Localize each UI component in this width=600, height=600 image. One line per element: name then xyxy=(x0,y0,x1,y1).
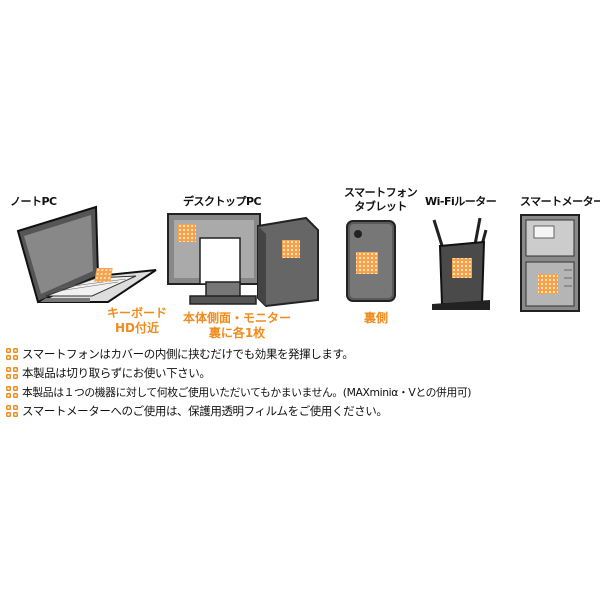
desktop-note: 本体側面・モニター裏に各1枚 xyxy=(182,311,291,340)
note-item: スマートメーターへのご使用は、保護用透明フィルムをご使用ください。 xyxy=(6,401,596,420)
desktop-label: デスクトップPC xyxy=(183,195,262,208)
clover-icon xyxy=(6,366,18,379)
phone-sheet xyxy=(356,252,378,274)
laptop-sheet xyxy=(94,268,113,282)
meter-label: スマートメーター xyxy=(520,195,600,208)
router-sheet xyxy=(452,258,472,278)
clover-icon xyxy=(6,347,18,360)
note-text: スマートフォンはカバーの内側に挟むだけでも効果を発揮します。 xyxy=(22,346,354,361)
note-item: スマートフォンはカバーの内側に挟むだけでも効果を発揮します。 xyxy=(6,344,596,363)
meter-illustration xyxy=(520,214,580,312)
laptop-illustration xyxy=(16,205,157,304)
laptop-label: ノートPC xyxy=(10,195,57,208)
meter-sheet xyxy=(538,274,558,294)
usage-notes: スマートフォンはカバーの内側に挟むだけでも効果を発揮します。 本製品は切り取らず… xyxy=(6,344,596,420)
phone-label: スマートフォンタブレット xyxy=(344,186,418,213)
router-label: Wi-Fiルーター xyxy=(425,195,497,208)
router-illustration xyxy=(432,217,490,310)
note-item: 本製品は切り取らずにお使い下さい。 xyxy=(6,363,596,382)
note-text: 本製品は切り取らずにお使い下さい。 xyxy=(22,365,211,380)
clover-icon xyxy=(6,404,18,417)
monitor-sheet xyxy=(178,224,196,242)
note-text: スマートメーターへのご使用は、保護用透明フィルムをご使用ください。 xyxy=(22,403,388,418)
tower-sheet xyxy=(282,240,300,258)
note-item: 本製品は１つの機器に対して何枚ご使用いただいてもかまいません。(MAXminiα… xyxy=(6,382,596,401)
phone-illustration xyxy=(346,220,396,302)
camera-icon xyxy=(354,230,362,238)
phone-note: 裏側 xyxy=(363,311,388,325)
clover-icon xyxy=(6,385,18,398)
desktop-illustration xyxy=(167,213,319,308)
note-text: 本製品は１つの機器に対して何枚ご使用いただいてもかまいません。(MAXminiα… xyxy=(22,385,472,399)
